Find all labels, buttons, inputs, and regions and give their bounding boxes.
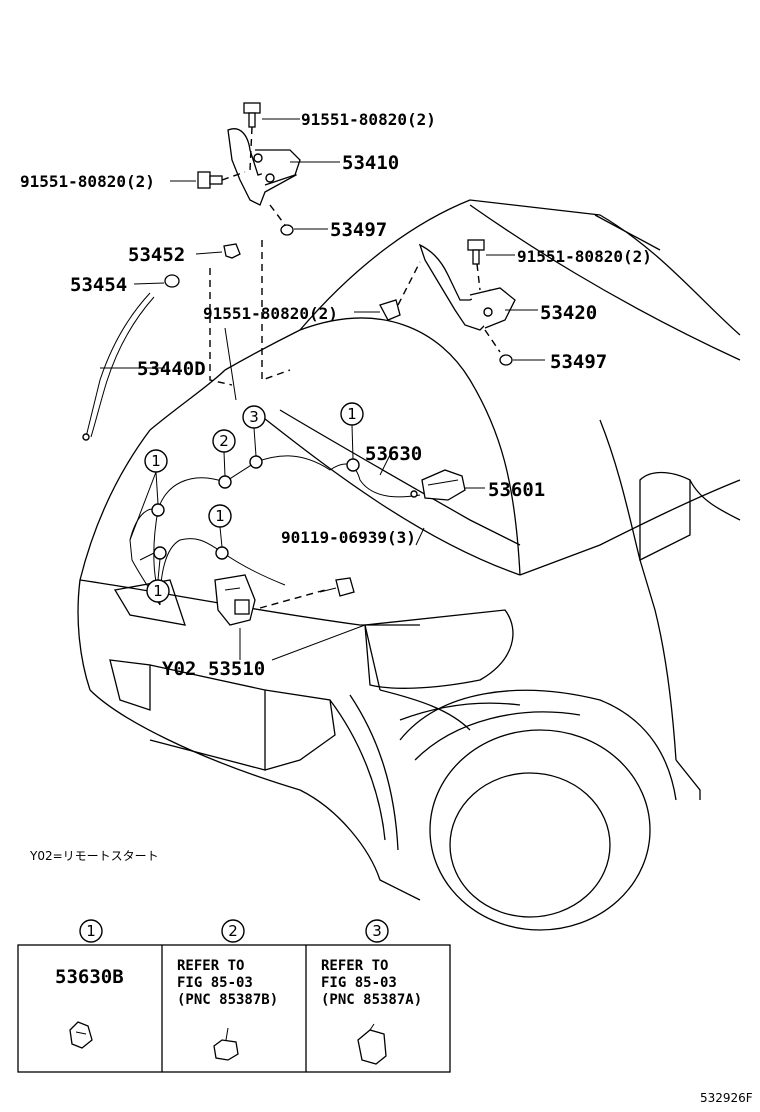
label-hood-cable: 53630 [365,443,422,465]
callout-1a: 1 [144,449,168,473]
label-bolt-left: 91551-80820(2) [20,172,155,191]
clip-icon [213,1039,239,1061]
cushion-and-grommet [133,240,291,386]
svg-text:1: 1 [86,922,96,940]
legend-3-line3: (PNC 85387A) [321,992,422,1008]
callout-1d: 1 [208,504,232,528]
label-clip-left: 53497 [330,219,387,241]
legend-2-line3: (PNC 85387B) [177,992,278,1008]
callout-1b: 1 [146,579,170,603]
svg-text:2: 2 [219,432,229,450]
hood-hinge-right [354,239,545,366]
svg-text:1: 1 [215,507,225,525]
callout-2: 2 [212,429,236,453]
label-lock-prefix: Y02 [162,658,196,680]
legend-3-line1: REFER TO [321,958,388,974]
legend-1-part: 53630B [55,966,124,988]
label-screw: 90119-06939(3) [281,528,416,547]
svg-text:1: 1 [347,405,357,423]
legend-2-line1: REFER TO [177,958,244,974]
legend-2-line2: FIG 85-03 [177,975,253,991]
clip-icon [357,1029,387,1065]
svg-text:3: 3 [372,922,382,940]
hood-hinge-left [170,102,340,236]
label-support-rod: 53440D [137,358,206,380]
clip-icon [69,1021,93,1049]
legend-item-1: 1 53630B [55,919,124,1049]
label-grommet: 53454 [70,274,127,296]
hood-release-handle [379,454,485,501]
legend: 1 53630B 2 REFER TO FIG 85-03 (PNC 85387… [17,919,451,1073]
label-release-handle: 53601 [488,479,545,501]
legend-3-line2: FIG 85-03 [321,975,397,991]
label-bolt-center: 91551-80820(2) [203,304,338,323]
label-bolt-top: 91551-80820(2) [301,110,436,129]
svg-text:1: 1 [153,582,163,600]
legend-item-2: 2 REFER TO FIG 85-03 (PNC 85387B) [177,919,278,1061]
callout-1c: 1 [340,402,364,426]
svg-text:3: 3 [249,408,259,426]
callout-leaders [129,327,354,581]
svg-text:2: 2 [228,922,238,940]
callout-3: 3 [242,405,266,429]
label-bolt-right: 91551-80820(2) [517,247,652,266]
car-body-outline [77,199,741,931]
label-hinge-left: 53410 [342,152,399,174]
note-y02: Y02=リモートスタート [29,849,159,863]
hood-lock [214,527,425,661]
label-clip-right: 53497 [550,351,607,373]
label-lock: 53510 [208,658,265,680]
legend-item-3: 3 REFER TO FIG 85-03 (PNC 85387A) [321,919,422,1065]
label-cushion: 53452 [128,244,185,266]
hood-support-rod [82,292,165,441]
figure-id: 532926F [700,1091,753,1105]
label-hinge-right: 53420 [540,302,597,324]
svg-text:1: 1 [151,452,161,470]
